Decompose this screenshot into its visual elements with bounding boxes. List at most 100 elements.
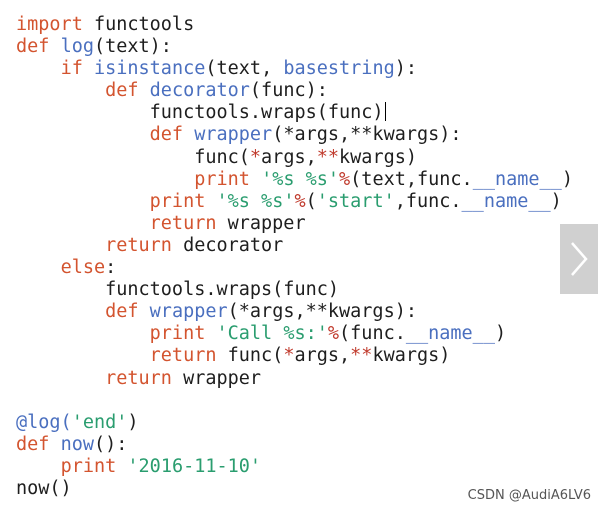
code-line: func(*args,**kwargs) bbox=[16, 147, 573, 169]
code-token: (text): bbox=[93, 36, 172, 58]
code-line: functools.wraps(func) bbox=[16, 102, 573, 124]
code-line: print '%s %s'%('start',func.__name__) bbox=[16, 191, 573, 213]
code-token: return bbox=[105, 367, 172, 389]
code-token: * bbox=[283, 345, 295, 367]
code-token: kwargs) bbox=[339, 146, 417, 168]
code-token: 'end' bbox=[71, 411, 128, 433]
code-token: if bbox=[60, 58, 83, 80]
code-token: def bbox=[16, 433, 50, 455]
code-token bbox=[16, 191, 150, 212]
code-token bbox=[116, 456, 127, 477]
code-token: print bbox=[149, 190, 206, 212]
code-token bbox=[139, 301, 150, 322]
code-line: def log(text): bbox=[16, 36, 573, 58]
code-token: isinstance bbox=[93, 58, 206, 80]
code-line: def wrapper(*args,**kwargs): bbox=[16, 301, 573, 323]
code-token: ) bbox=[561, 168, 573, 190]
code-token: ) bbox=[550, 190, 562, 212]
code-token bbox=[16, 323, 150, 344]
code-token bbox=[16, 213, 150, 234]
code-token: ) bbox=[127, 411, 139, 433]
code-token: print bbox=[60, 455, 117, 477]
code-token: __name__ bbox=[461, 190, 551, 212]
next-image-button[interactable] bbox=[560, 224, 598, 294]
code-token: func( bbox=[16, 146, 250, 168]
code-token: def bbox=[16, 36, 50, 58]
code-token: % bbox=[294, 190, 306, 212]
code-token bbox=[16, 169, 194, 190]
code-token: ** bbox=[316, 146, 340, 168]
code-line: print '2016-11-10' bbox=[16, 456, 573, 478]
code-token bbox=[205, 191, 216, 212]
code-token: args, bbox=[294, 345, 351, 367]
code-token: * bbox=[249, 146, 262, 168]
code-token bbox=[16, 257, 61, 278]
code-token: print bbox=[149, 323, 206, 345]
code-token: (): bbox=[93, 433, 128, 455]
code-line bbox=[16, 390, 573, 412]
code-token: import bbox=[16, 14, 83, 35]
code-token: wrapper bbox=[216, 212, 306, 234]
code-token: @log( bbox=[16, 411, 72, 433]
code-token: wrapper bbox=[194, 124, 273, 146]
code-token: decorator bbox=[149, 80, 250, 102]
code-token: func( bbox=[216, 345, 284, 367]
code-token bbox=[49, 434, 60, 455]
code-line: return wrapper bbox=[16, 368, 573, 390]
code-token: __name__ bbox=[472, 168, 562, 190]
code-token: now() bbox=[16, 477, 72, 499]
code-line: else: bbox=[16, 257, 573, 279]
code-token: '%s %s' bbox=[216, 190, 295, 212]
code-token: (func): bbox=[249, 80, 328, 102]
code-line: print 'Call %s:'%(func.__name__) bbox=[16, 323, 573, 345]
code-token bbox=[16, 368, 105, 389]
code-token: ): bbox=[394, 58, 418, 80]
code-token: : bbox=[105, 257, 117, 279]
code-token: print bbox=[194, 168, 250, 190]
code-token: functools.wraps(func) bbox=[16, 102, 384, 124]
code-token bbox=[183, 124, 194, 145]
code-token: wrapper bbox=[149, 301, 228, 323]
code-token: def bbox=[105, 80, 139, 102]
code-token bbox=[205, 323, 216, 344]
code-line: functools.wraps(func) bbox=[16, 279, 573, 301]
code-token: 'Call %s:' bbox=[216, 323, 328, 345]
code-token bbox=[16, 80, 105, 101]
code-token bbox=[49, 36, 60, 57]
code-token bbox=[16, 124, 150, 145]
code-token bbox=[16, 58, 61, 79]
code-token: decorator bbox=[171, 234, 284, 256]
code-token: log bbox=[60, 36, 94, 58]
code-line: return func(*args,**kwargs) bbox=[16, 345, 573, 367]
code-token bbox=[83, 58, 94, 79]
code-line: def now(): bbox=[16, 434, 573, 456]
code-token: functools bbox=[82, 14, 195, 35]
code-token: __name__ bbox=[405, 323, 495, 345]
code-token: (func. bbox=[339, 323, 406, 345]
code-line: print '%s %s'%(text,func.__name__) bbox=[16, 169, 573, 191]
code-token: (text, bbox=[205, 58, 284, 80]
code-token bbox=[16, 301, 105, 322]
code-token: 'start' bbox=[316, 190, 395, 212]
code-line: now() bbox=[16, 478, 573, 500]
code-token bbox=[250, 169, 261, 190]
code-line: def decorator(func): bbox=[16, 80, 573, 102]
code-line: import functools bbox=[16, 14, 573, 36]
code-token bbox=[16, 345, 150, 366]
code-line: if isinstance(text, basestring): bbox=[16, 58, 573, 80]
text-cursor bbox=[384, 102, 386, 122]
code-line: return wrapper bbox=[16, 213, 573, 235]
code-token: % bbox=[327, 323, 340, 345]
code-token: ( bbox=[305, 190, 317, 212]
code-token: def bbox=[149, 124, 184, 146]
code-token: (text,func. bbox=[350, 168, 473, 190]
code-token: kwargs) bbox=[372, 345, 451, 367]
code-line: def wrapper(*args,**kwargs): bbox=[16, 124, 573, 146]
chevron-right-icon bbox=[571, 242, 588, 276]
code-token: return bbox=[105, 234, 172, 256]
code-token: def bbox=[105, 301, 139, 323]
code-token: ,func. bbox=[394, 190, 462, 212]
code-line: @log('end') bbox=[16, 412, 573, 434]
code-token: args, bbox=[261, 146, 317, 168]
